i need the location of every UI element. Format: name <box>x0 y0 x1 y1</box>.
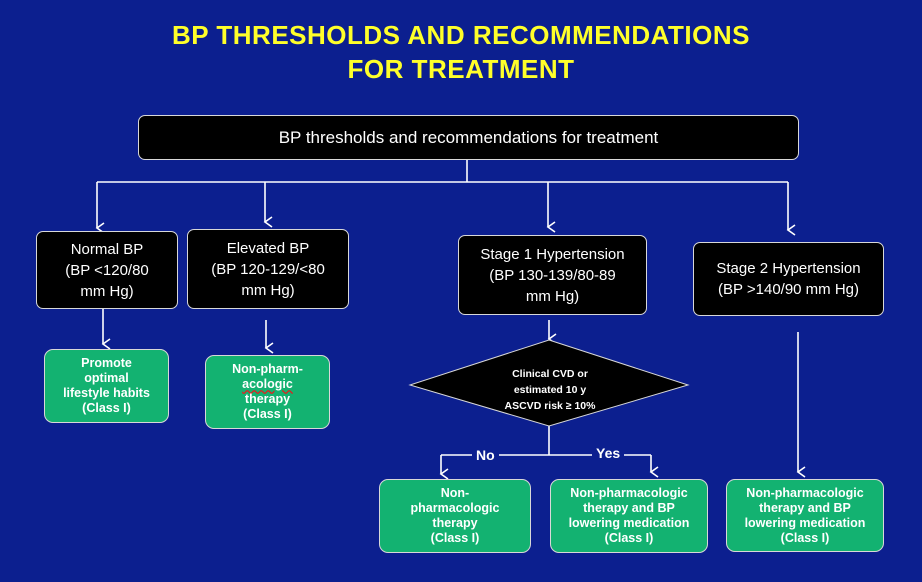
decision-no-label: No <box>472 447 499 463</box>
decision-text: Clinical CVD or estimated 10 y ASCVD ris… <box>504 368 596 412</box>
category-normal-label: Normal BP (BP <120/80 mm Hg) <box>65 240 149 300</box>
rec-elevated-part1: Non-pharm- <box>232 362 303 376</box>
decision-diamond <box>408 339 690 427</box>
recommendation-normal-box: Promote optimal lifestyle habits (Class … <box>44 349 169 423</box>
slide-title: BP THRESHOLDS AND RECOMMENDATIONS FOR TR… <box>0 18 922 86</box>
root-box: BP thresholds and recommendations for tr… <box>138 115 799 160</box>
category-stage1-box: Stage 1 Hypertension (BP 130-139/80-89 m… <box>458 235 647 315</box>
recommendation-stage1-yes-box: Non-pharmacologic therapy and BP lowerin… <box>550 479 708 553</box>
category-elevated-label: Elevated BP (BP 120-129/<80 mm Hg) <box>211 239 325 299</box>
root-label: BP thresholds and recommendations for tr… <box>278 128 659 147</box>
recommendation-elevated-box: Non-pharm-acologic therapy (Class I) <box>205 355 330 429</box>
category-elevated-box: Elevated BP (BP 120-129/<80 mm Hg) <box>187 229 349 309</box>
category-normal-box: Normal BP (BP <120/80 mm Hg) <box>36 231 178 309</box>
recommendation-normal-label: Promote optimal lifestyle habits (Class … <box>63 356 150 415</box>
category-stage1-label: Stage 1 Hypertension (BP 130-139/80-89 m… <box>480 245 625 305</box>
title-line-2: FOR TREATMENT <box>347 54 575 84</box>
rec-elevated-part2: acologic <box>242 377 293 391</box>
title-line-1: BP THRESHOLDS AND RECOMMENDATIONS <box>172 20 750 50</box>
recommendation-stage2-label: Non-pharmacologic therapy and BP lowerin… <box>744 485 866 545</box>
category-stage2-box: Stage 2 Hypertension (BP >140/90 mm Hg) <box>693 242 884 316</box>
rec-elevated-part3: therapy (Class I) <box>243 392 292 421</box>
decision-yes-label: Yes <box>592 445 625 461</box>
recommendation-stage1-no-box: Non- pharmacologic therapy (Class I) <box>379 479 531 553</box>
recommendation-stage2-box: Non-pharmacologic therapy and BP lowerin… <box>726 479 884 552</box>
recommendation-elevated-label: Non-pharm-acologic therapy (Class I) <box>232 362 303 422</box>
category-stage2-label: Stage 2 Hypertension (BP >140/90 mm Hg) <box>716 260 861 298</box>
recommendation-stage1-yes-label: Non-pharmacologic therapy and BP lowerin… <box>568 486 690 545</box>
recommendation-stage1-no-label: Non- pharmacologic therapy (Class I) <box>410 486 500 545</box>
